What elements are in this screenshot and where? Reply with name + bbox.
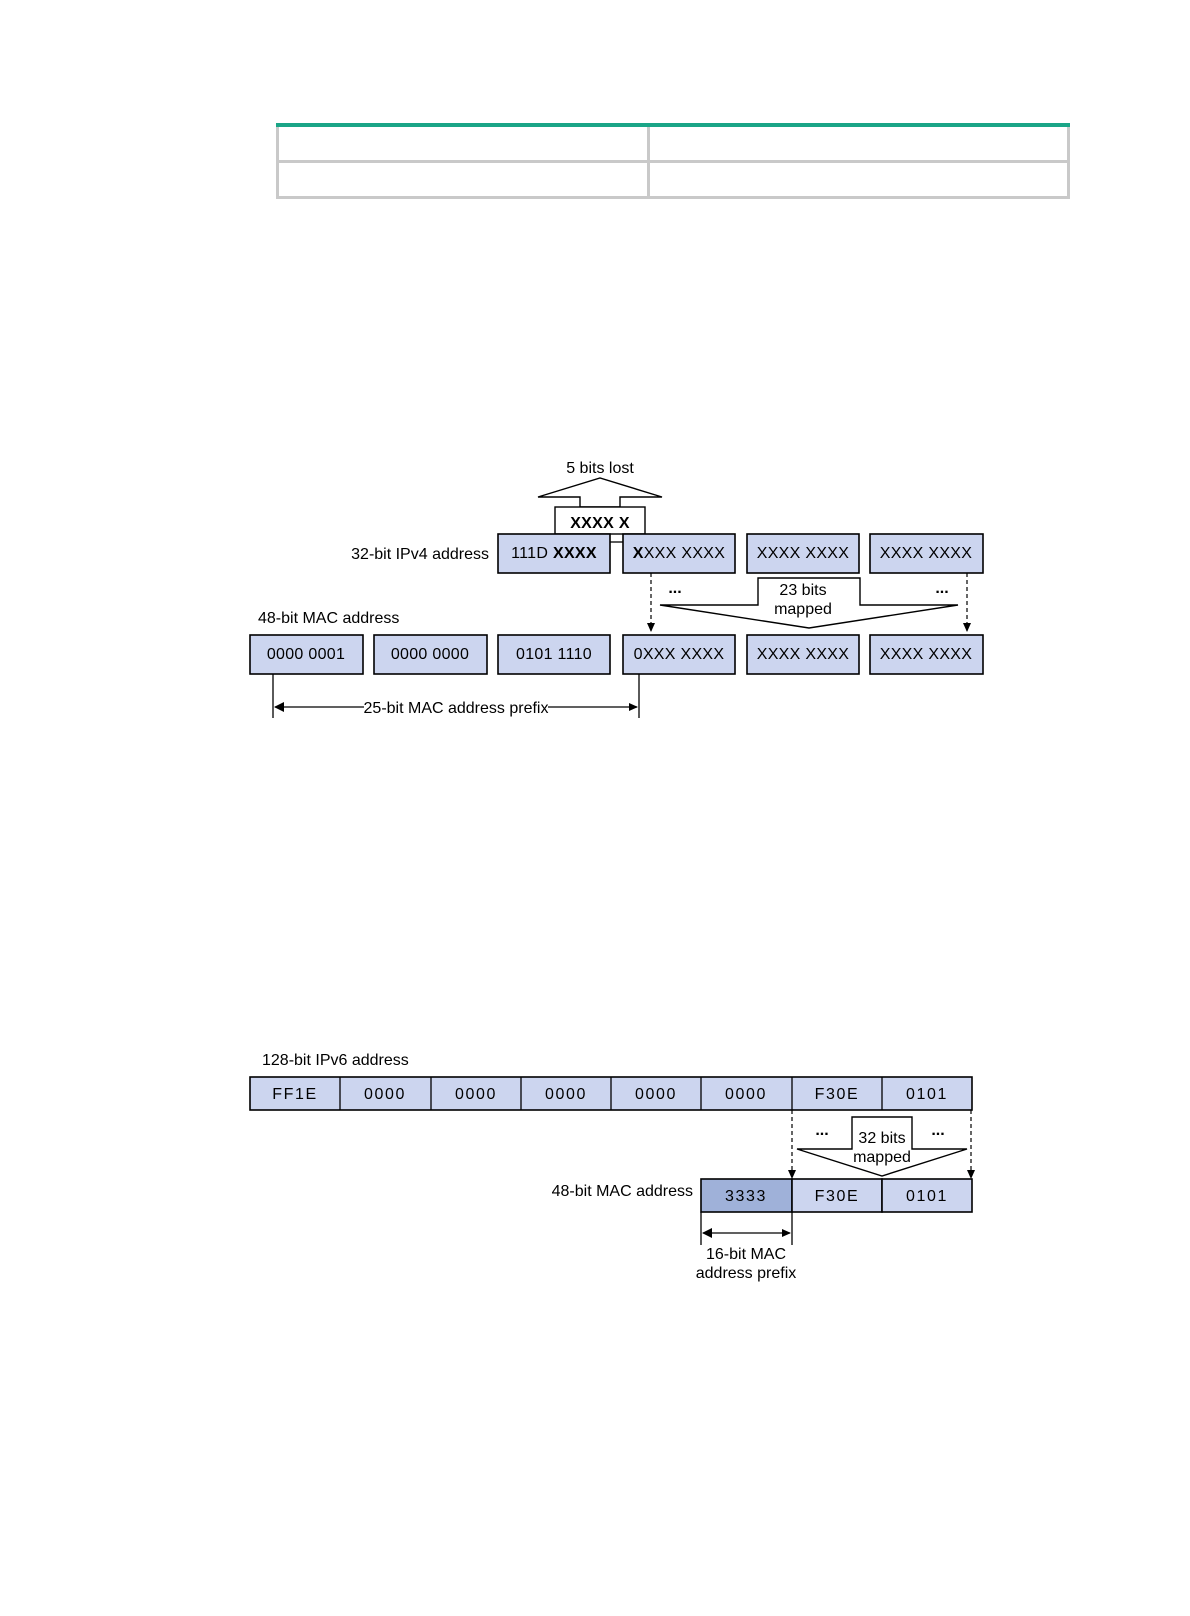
mac-octets: 0000 0001 0000 0000 0101 1110 0XXX XXXX …: [249, 634, 984, 675]
svg-text:XXXX XXXX: XXXX XXXX: [633, 545, 726, 562]
ipv6-group-6: 0000: [725, 1086, 767, 1103]
svg-text:111D XXXX: 111D XXXX: [511, 545, 597, 562]
prefix-label-line-2: address prefix: [696, 1265, 797, 1282]
octet-text: XXX XXXX: [644, 545, 726, 562]
prefix-label: 25-bit MAC address prefix: [364, 700, 549, 717]
ipv6-group-4: 0000: [545, 1086, 587, 1103]
ipv4-address-label: 32-bit IPv4 address: [351, 546, 489, 563]
prefix-label-bg: [364, 695, 548, 715]
mac-octet-3: 0101 1110: [516, 646, 592, 663]
ellipsis-left: ...: [668, 580, 681, 597]
mac-address-label: 48-bit MAC address: [552, 1183, 693, 1200]
table-row: [276, 160, 1070, 199]
mapped-bits-arrow: [796, 1116, 968, 1177]
ipv6-mapping-diagram: 128-bit IPv6 address FF1E 0000 0000 0000…: [249, 1052, 975, 1282]
ipv4-octet-3: XXXX XXXX: [746, 533, 860, 574]
ipv4-octet-2: XXXX XXXX: [622, 533, 736, 574]
mac-group-2: F30E: [815, 1188, 860, 1205]
mac-prefix-cell: [700, 1178, 793, 1213]
ipv6-dividers: [339, 1077, 883, 1110]
octet-text: XXXX XXXX: [880, 545, 973, 562]
mac-octet-4: 0XXX XXXX: [634, 646, 725, 663]
octet-text-bold: XXXX: [553, 545, 597, 562]
octet-text-bold: X: [633, 545, 644, 562]
table-cell: [647, 160, 1070, 199]
ipv6-group-8: 0101: [906, 1086, 948, 1103]
ipv6-address-label: 128-bit IPv6 address: [262, 1052, 409, 1069]
ipv6-group-1: FF1E: [272, 1086, 318, 1103]
lost-bits-arrow: [537, 477, 663, 508]
bits-lost-label: 5 bits lost: [566, 460, 634, 477]
ellipsis-right: ...: [935, 580, 948, 597]
table-cell: [276, 160, 650, 199]
ellipsis-left: ...: [815, 1122, 828, 1139]
mapped-bits-label: 23 bits: [779, 582, 826, 599]
octet-text: 111D: [511, 545, 553, 562]
mac-address-label: 48-bit MAC address: [258, 610, 399, 627]
lost-bits-text: XXXX X: [570, 515, 630, 532]
mac-octet-1: 0000 0001: [267, 646, 345, 663]
table-cell: [276, 123, 650, 163]
table-cell: [647, 123, 1070, 163]
ipv6-group-3: 0000: [455, 1086, 497, 1103]
ipv6-group-5: 0000: [635, 1086, 677, 1103]
lost-bits-box: [554, 506, 646, 535]
prefix-label-line-1: 16-bit MAC: [706, 1246, 786, 1263]
ipv4-octet-1: 111D XXXX: [497, 533, 611, 574]
octet-text: XXXX XXXX: [757, 545, 850, 562]
ellipsis-right: ...: [931, 1122, 944, 1139]
mac-octet-2: 0000 0000: [391, 646, 469, 663]
mac-octet-6: XXXX XXXX: [880, 646, 973, 663]
table-row: [276, 123, 1070, 163]
mapped-bits-arrow: [659, 577, 959, 629]
ipv4-mapping-diagram: 5 bits lost XXXX X 32-bit IPv4 address 1…: [249, 460, 984, 718]
header-table: [276, 123, 1070, 199]
mapped-bits-label-2: mapped: [853, 1149, 911, 1166]
ipv4-octet-4: XXXX XXXX: [869, 533, 984, 574]
mac-group-1: 3333: [725, 1188, 767, 1205]
ipv6-group-2: 0000: [364, 1086, 406, 1103]
mac-cell: [881, 1178, 973, 1213]
mac-cell: [791, 1178, 883, 1213]
ipv6-group-7: F30E: [815, 1086, 860, 1103]
mapped-bits-label: 32 bits: [858, 1130, 905, 1147]
mac-group-3: 0101: [906, 1188, 948, 1205]
mac-octet-5: XXXX XXXX: [757, 646, 850, 663]
mapped-bits-label-2: mapped: [774, 601, 832, 618]
